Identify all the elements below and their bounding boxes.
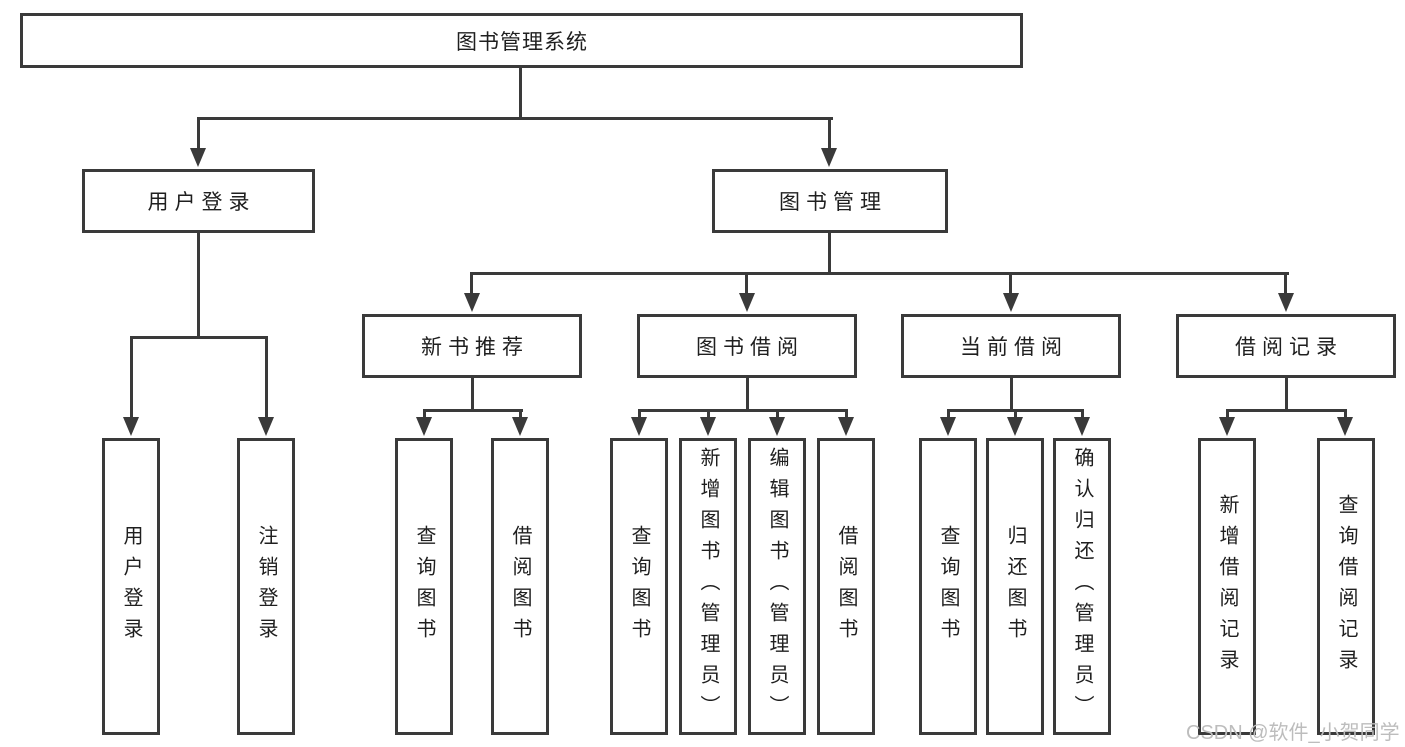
- connector-line: [519, 409, 522, 420]
- connector-line: [1284, 272, 1287, 296]
- connector-line: [130, 336, 133, 420]
- node-user-login: 用户登录: [82, 169, 315, 233]
- connector-line: [265, 336, 268, 420]
- leaf-return-books: 归还图书: [986, 438, 1044, 735]
- leaf-user-login: 用户登录: [102, 438, 160, 735]
- leaf-label: 新增借阅记录: [1216, 493, 1238, 680]
- arrow-down-icon: [1337, 417, 1353, 436]
- arrow-down-icon: [123, 417, 139, 436]
- node-borrow-records: 借阅记录: [1176, 314, 1396, 378]
- connector-line: [638, 409, 848, 412]
- node-label: 新书推荐: [421, 336, 529, 359]
- connector-line: [471, 376, 474, 411]
- leaf-logout: 注销登录: [237, 438, 295, 735]
- arrow-down-icon: [700, 417, 716, 436]
- arrow-down-icon: [1278, 293, 1294, 312]
- leaf-add-books-admin: 新增图书（管理员）: [679, 438, 737, 735]
- node-label: 用户登录: [147, 191, 256, 214]
- leaf-query-books-current: 查询图书: [919, 438, 977, 735]
- connector-line: [1014, 409, 1017, 420]
- arrow-down-icon: [821, 148, 837, 167]
- node-book-management: 图书管理: [712, 169, 948, 233]
- node-new-book-recommend: 新书推荐: [362, 314, 582, 378]
- node-library-management-system: 图书管理系统: [20, 13, 1023, 68]
- leaf-label: 借阅图书: [509, 524, 531, 649]
- arrow-down-icon: [258, 417, 274, 436]
- node-book-borrow: 图书借阅: [637, 314, 857, 378]
- connector-line: [828, 117, 831, 151]
- leaf-query-books-recommend: 查询图书: [395, 438, 453, 735]
- leaf-label: 用户登录: [120, 524, 142, 649]
- connector-line: [423, 409, 523, 412]
- leaf-borrow-books-recommend: 借阅图书: [491, 438, 549, 735]
- leaf-label: 查询图书: [413, 524, 435, 649]
- arrow-down-icon: [512, 417, 528, 436]
- leaf-label: 新增图书（管理员）: [697, 447, 719, 726]
- connector-line: [197, 117, 833, 120]
- arrow-down-icon: [739, 293, 755, 312]
- csdn-watermark: CSDN @软件_小贺同学: [1186, 722, 1400, 744]
- connector-line: [1226, 409, 1347, 412]
- arrow-down-icon: [940, 417, 956, 436]
- node-current-borrow: 当前借阅: [901, 314, 1121, 378]
- leaf-edit-books-admin: 编辑图书（管理员）: [748, 438, 806, 735]
- connector-line: [947, 409, 950, 420]
- arrow-down-icon: [1219, 417, 1235, 436]
- connector-line: [828, 231, 831, 275]
- node-label: 图书管理: [779, 191, 887, 214]
- leaf-label: 借阅图书: [835, 524, 857, 649]
- connector-line: [470, 272, 1289, 275]
- connector-line: [197, 231, 200, 338]
- connector-line: [1010, 376, 1013, 411]
- connector-line: [746, 376, 749, 411]
- leaf-label: 查询图书: [937, 524, 959, 649]
- connector-line: [197, 117, 200, 151]
- connector-line: [1344, 409, 1347, 420]
- connector-line: [845, 409, 848, 420]
- node-label: 图书借阅: [696, 336, 804, 359]
- arrow-down-icon: [631, 417, 647, 436]
- connector-line: [130, 336, 268, 339]
- leaf-label: 查询借阅记录: [1335, 493, 1357, 680]
- leaf-label: 注销登录: [255, 524, 277, 649]
- leaf-label: 确认归还（管理员）: [1071, 447, 1093, 726]
- leaf-borrow-books: 借阅图书: [817, 438, 875, 735]
- leaf-query-books-borrow: 查询图书: [610, 438, 668, 735]
- node-label: 当前借阅: [960, 336, 1068, 359]
- connector-line: [1226, 409, 1229, 420]
- arrow-down-icon: [190, 148, 206, 167]
- node-label: 借阅记录: [1235, 336, 1343, 359]
- arrow-down-icon: [464, 293, 480, 312]
- leaf-label: 归还图书: [1004, 524, 1026, 649]
- leaf-label: 查询图书: [628, 524, 650, 649]
- connector-line: [423, 409, 426, 420]
- arrow-down-icon: [1007, 417, 1023, 436]
- node-label: 图书管理系统: [456, 30, 588, 54]
- connector-line: [776, 409, 779, 420]
- connector-line: [1081, 409, 1084, 420]
- connector-line: [470, 272, 473, 296]
- leaf-query-borrow-record: 查询借阅记录: [1317, 438, 1375, 735]
- arrow-down-icon: [838, 417, 854, 436]
- arrow-down-icon: [769, 417, 785, 436]
- leaf-add-borrow-record: 新增借阅记录: [1198, 438, 1256, 735]
- leaf-label: 编辑图书（管理员）: [766, 447, 788, 726]
- connector-line: [707, 409, 710, 420]
- connector-line: [1285, 376, 1288, 411]
- arrow-down-icon: [1003, 293, 1019, 312]
- connector-line: [519, 66, 522, 118]
- arrow-down-icon: [416, 417, 432, 436]
- connector-line: [745, 272, 748, 296]
- arrow-down-icon: [1074, 417, 1090, 436]
- connector-line: [638, 409, 641, 420]
- connector-line: [1009, 272, 1012, 296]
- leaf-confirm-return-admin: 确认归还（管理员）: [1053, 438, 1111, 735]
